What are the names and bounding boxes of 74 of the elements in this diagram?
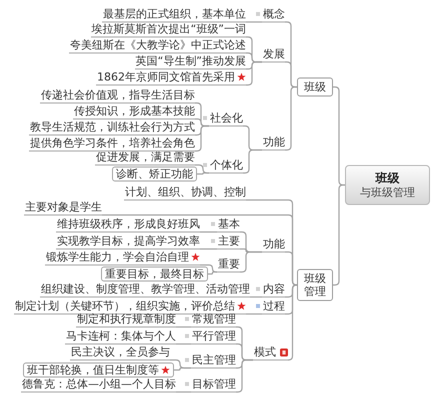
topic-label: 班干部轮换，值日生制度等 (27, 364, 159, 376)
topic-label: 传授知识，形成基本技能 (74, 104, 195, 118)
topic-label: 马卡连柯：集体与个人 (66, 330, 176, 342)
topic-label: 模式 (254, 346, 276, 358)
main-topic-label: 班级管理 (304, 272, 326, 298)
connector-line (246, 313, 262, 315)
connector-line (176, 326, 191, 328)
connector-line (285, 251, 298, 286)
topic-label: 发展 (263, 48, 285, 60)
topic-label: 促进发展，满足需要 (96, 150, 195, 164)
underlined-topic (45, 250, 200, 266)
underlined-topic (253, 346, 288, 360)
underlined-topic (96, 70, 246, 86)
main-topic-label: 班级 (304, 80, 326, 94)
topic-label: 功能 (263, 238, 285, 250)
connector-line (197, 172, 209, 175)
connector-line (250, 296, 262, 298)
topic-label: 1862年京师同文馆首先采用 (97, 70, 235, 84)
connector-line (200, 264, 217, 273)
connector-line (195, 125, 209, 152)
connector-line (176, 343, 191, 345)
topic-label: 常规管理 (192, 312, 236, 326)
connector-line (176, 391, 191, 393)
topic-label: 民主决议，全员参与 (71, 346, 170, 358)
topic-label: 主要 (218, 234, 240, 248)
topic-label: 制定计划（关键环节），组织实施，评价总结 (15, 300, 235, 312)
topic-label: 平行管理 (192, 330, 236, 342)
topic-label: 重要 (218, 258, 240, 270)
topic-label: 过程 (263, 300, 285, 312)
topic-label: 德鲁克：总体—小组—个人目标 (22, 378, 176, 390)
central-topic-subtitle: 与班级管理 (360, 186, 415, 200)
topic-label: 个体化 (210, 158, 243, 172)
topic-label: 锻炼学生能力，学会自治自理 (46, 250, 189, 264)
topic-label: 社会化 (210, 112, 243, 124)
topic-label: 主要对象是学生 (25, 200, 102, 214)
topic-label: 民主管理 (192, 354, 236, 366)
topic-label: 计划、组织、协调、控制 (125, 186, 246, 198)
boxed-topic (23, 362, 174, 378)
connector-line (200, 231, 217, 233)
topic-label: 埃拉斯莫斯首次提出“班级”一词 (92, 22, 246, 36)
topic-label: 基本 (218, 218, 240, 230)
topic-label: 英国“导生制”推动发展 (136, 54, 246, 68)
underlined-topic (14, 300, 246, 314)
connector-line (285, 61, 297, 88)
connector-line (208, 271, 217, 275)
main-topic-box (297, 269, 333, 301)
connector-line (240, 251, 262, 273)
topic-label: 维持班级秩序，形成良好班风 (57, 218, 200, 230)
topic-label: 最基层的正式组织，基本单位 (103, 8, 246, 20)
topic-label: 提供角色学习条件，培养社会角色 (30, 136, 195, 150)
topic-label: 组织建设、制度管理、教学管理、活动管理 (41, 282, 250, 296)
topic-label: 夸美纽斯在《大教学论》中正式论述 (70, 38, 246, 52)
topic-label: 内容 (263, 282, 285, 296)
topic-label: 实现教学目标，提高学习效率 (57, 234, 200, 248)
topic-label: 传递社会价值观，指导生活目标 (41, 88, 195, 102)
boxed-topic (101, 266, 208, 282)
connector-line (174, 367, 191, 371)
topic-label: 功能 (263, 136, 285, 148)
topic-label: 诊断、矫正功能 (116, 168, 193, 180)
central-topic-box (345, 165, 430, 205)
topic-label: 目标管理 (192, 378, 236, 390)
main-topic-box (297, 78, 333, 96)
connector-line (243, 149, 262, 174)
topic-label: 教导生活规范，训练社会行为方式 (30, 120, 195, 134)
topic-label: 重要目标，最终目标 (105, 268, 204, 280)
topic-label: 概念 (263, 8, 285, 20)
connector-line (288, 284, 298, 361)
topic-label: 制定和执行规章制度 (77, 312, 176, 326)
central-topic-title: 班级 (376, 170, 400, 186)
connector-line (246, 61, 262, 86)
connector-line (195, 164, 209, 174)
boxed-topic (112, 166, 197, 182)
connector-line (246, 21, 262, 23)
connector-line (200, 248, 217, 250)
